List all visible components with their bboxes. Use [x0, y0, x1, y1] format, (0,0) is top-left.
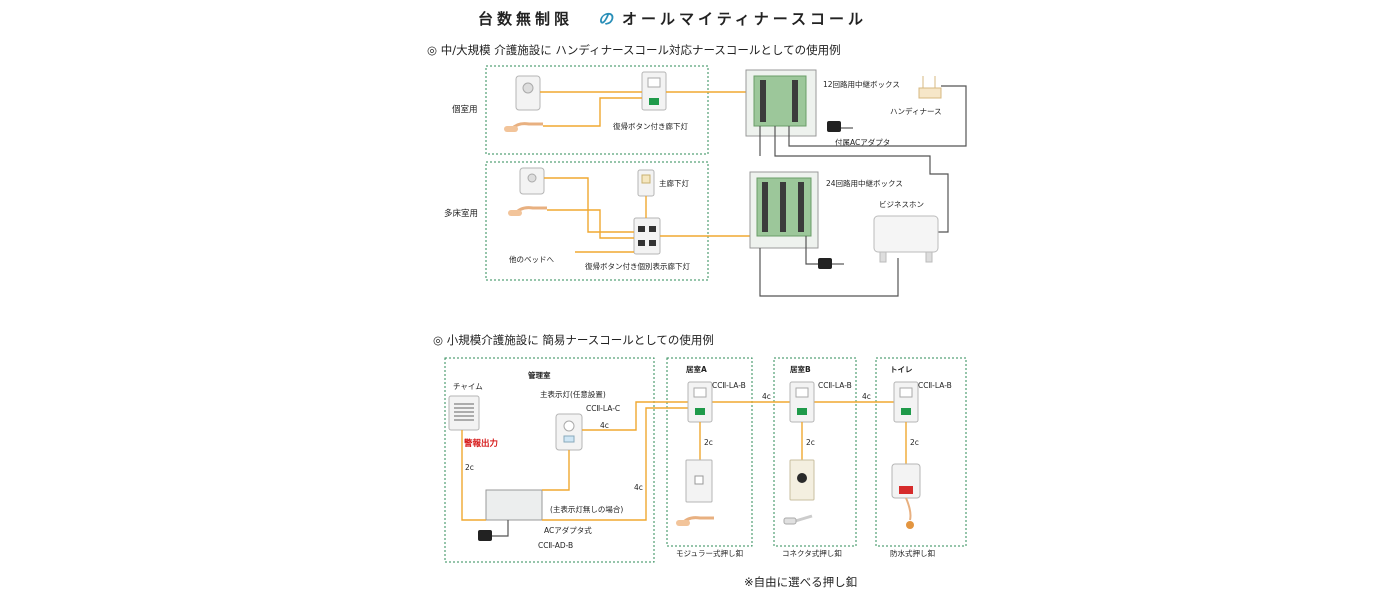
toilet-group [875, 357, 967, 547]
call-button-green [649, 98, 659, 105]
ac-adapter-2 [818, 258, 832, 269]
main-display-lamp [555, 413, 583, 451]
toilet-label: トイレ [890, 365, 913, 374]
room-a-group [666, 357, 753, 547]
ac-model-label: CCⅡ-AD-B [538, 541, 573, 550]
ac-adapter-plug [478, 530, 492, 541]
wire-4c-bt: 4c [862, 392, 871, 401]
wire-2c-chime: 2c [465, 463, 474, 472]
hand-switch-multi [508, 210, 522, 216]
section1-heading: ◎ 中/大規模 介護施設に ハンディナースコール対応ナースコールとしての使用例 [427, 43, 841, 57]
waterproof-button [899, 486, 913, 494]
connector-btn-label: コネクタ式押し釦 [782, 548, 842, 558]
wire-4c-ab: 4c [762, 392, 771, 401]
chime-unit [448, 395, 480, 431]
free-choice-note: ※自由に選べる押し釦 [744, 575, 857, 589]
room-a-wire: 2c [704, 438, 713, 447]
toilet-wire: 2c [910, 438, 919, 447]
adapter-label: 付属ACアダプタ [835, 137, 890, 147]
admin-room-group [444, 357, 655, 563]
multi-room-group [485, 161, 709, 281]
waterproof-btn-label: 防水式押し釦 [890, 548, 935, 558]
corridor-lamp-label: 復帰ボタン付き廊下灯 [613, 121, 688, 131]
other-beds-label: 他のベッドへ [509, 254, 554, 264]
room-a-button [695, 408, 705, 415]
section2-heading: ◎ 小規模介護施設に 簡易ナースコールとしての使用例 [433, 333, 714, 347]
private-room-group [485, 65, 709, 155]
wire-4c-main: 4c [600, 421, 609, 430]
ac-adapter-label: ACアダプタ式 [544, 525, 592, 535]
handy-nurse-antenna [918, 87, 942, 99]
ac-adapter-box [485, 489, 543, 521]
room-b-group [773, 357, 857, 547]
ac-adapter-1 [827, 121, 841, 132]
business-phone-label: ビジネスホン [879, 200, 924, 209]
multi-corridor-lamp [633, 217, 661, 255]
label-private: 個室用 [452, 104, 478, 115]
hand-switch [504, 126, 518, 132]
no-main-lamp-label: (主表示灯無しの場合) [550, 504, 623, 514]
label-multi: 多床室用 [444, 208, 478, 219]
admin-room-label: 管理室 [528, 370, 551, 380]
relay12-label: 12回路用中継ボックス [823, 79, 900, 89]
title-connector: の [598, 10, 617, 28]
modular-hand-switch [676, 520, 690, 526]
title-tail: オールマイティナースコール [622, 10, 867, 28]
room-b-model: CCⅡ-LA-B [818, 381, 852, 390]
pull-cord-bead [906, 521, 914, 529]
handy-label: ハンディナース [890, 106, 942, 116]
room-b-button [797, 408, 807, 415]
room-b-wire: 2c [806, 438, 815, 447]
room-a-model: CCⅡ-LA-B [712, 381, 746, 390]
wire-4c-bypass: 4c [634, 483, 643, 492]
toilet-button [901, 408, 911, 415]
alarm-out-label: 警報出力 [464, 438, 498, 449]
main-lamp-label: 主表示灯(任意設置) [540, 389, 606, 399]
room-a-label: 居室A [686, 364, 707, 374]
chime-label: チャイム [453, 382, 483, 391]
title-main: 台数無制限 [478, 10, 573, 28]
business-phone [873, 215, 939, 253]
main-lamp-model: CCⅡ-LA-C [586, 404, 620, 413]
modular-btn-label: モジュラー式押し釦 [676, 548, 743, 558]
connector-hand-switch [783, 517, 797, 525]
main-corridor-label: 主廊下灯 [659, 178, 689, 188]
relay24-label: 24回路用中継ボックス [826, 178, 903, 188]
toilet-model: CCⅡ-LA-B [918, 381, 952, 390]
multi-lamp-label: 復帰ボタン付き個別表示廊下灯 [585, 261, 690, 271]
room-b-label: 居室B [790, 364, 811, 374]
